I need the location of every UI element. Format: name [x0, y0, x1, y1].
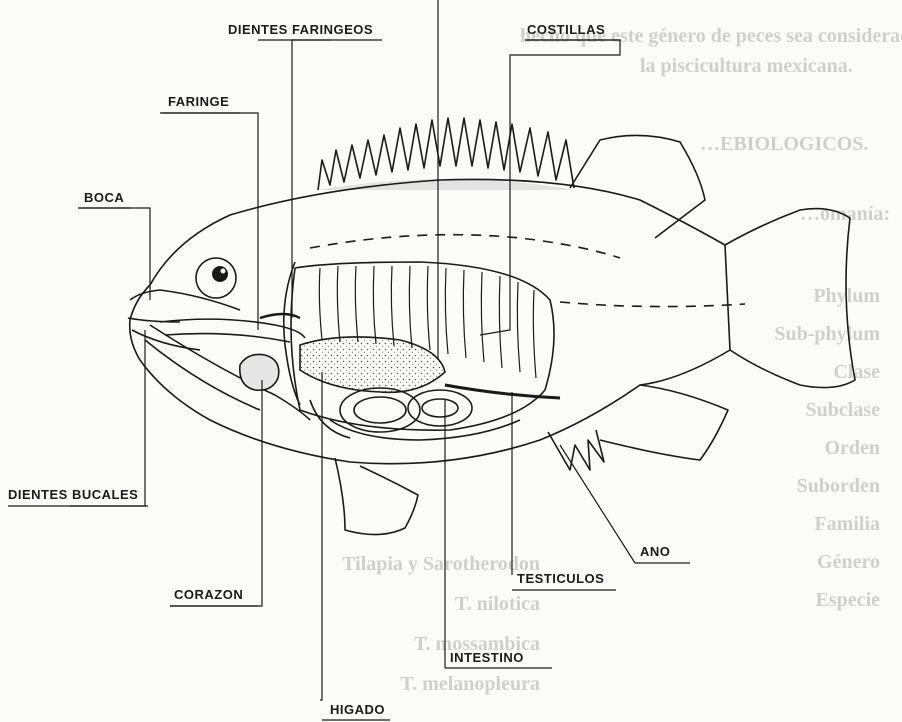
- label-faringe: FARINGE: [168, 94, 229, 109]
- label-dientes-bucales: DIENTES BUCALES: [8, 487, 138, 502]
- label-corazon: CORAZON: [174, 587, 243, 602]
- lateral-line-lower: [560, 302, 745, 307]
- fish-body-outline: [130, 179, 730, 463]
- label-costillas: COSTILLAS: [527, 22, 605, 37]
- pelvic-fin: [335, 458, 418, 535]
- label-ano: ANO: [640, 544, 670, 559]
- heart: [240, 354, 279, 390]
- caudal-fin: [725, 209, 855, 388]
- anal-spines: [548, 430, 604, 470]
- pharyngeal-teeth-plate: [260, 314, 300, 318]
- label-dientes-faringeos: DIENTES FARINGEOS: [228, 22, 373, 37]
- label-higado: HIGADO: [330, 702, 385, 717]
- label-intestino: INTESTINO: [450, 650, 524, 665]
- lateral-line-upper: [310, 235, 620, 258]
- label-testiculos: TESTICULOS: [517, 571, 604, 586]
- label-boca: BOCA: [84, 190, 124, 205]
- intestine-coils: [310, 388, 520, 440]
- anal-fin: [600, 385, 728, 460]
